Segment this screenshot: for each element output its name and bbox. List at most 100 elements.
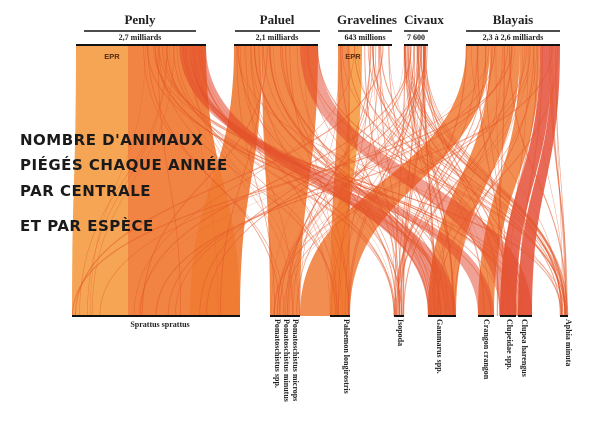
thin-flow-line [450, 45, 523, 317]
thin-flow-line [281, 45, 447, 317]
plant-name-penly: Penly [124, 12, 156, 27]
thin-flow-line [373, 45, 396, 317]
thin-flow-line [400, 45, 424, 317]
thin-flow-line [424, 45, 434, 317]
thin-flow-line [436, 45, 559, 317]
thin-flow-line [274, 45, 534, 317]
thin-flow-line [139, 45, 412, 317]
thin-flow-line [337, 45, 371, 317]
thin-flow-line [501, 45, 539, 317]
thin-flow-line [236, 45, 276, 317]
thin-flow-line [471, 45, 561, 317]
species-label-clupeidae: Clupeidae spp. [505, 319, 514, 370]
species-label-pomatoschistus-minutus: Pomatoschistus minutus [282, 319, 291, 402]
thin-flow-line [74, 45, 384, 317]
title-line-2: PIÉGÉS CHAQUE ANNÉE [20, 155, 228, 174]
thin-flow-line [91, 45, 175, 317]
species-label-aphia: Aphia minuta [564, 319, 573, 366]
plant-name-blayais: Blayais [493, 12, 533, 27]
thin-flow-line [250, 45, 402, 317]
thin-flow-line [182, 45, 502, 317]
species-label-pomatoschistus-spp: Pomatoschistus spp. [273, 319, 282, 388]
thin-flow-line [250, 45, 331, 317]
thin-flow-line [380, 45, 567, 317]
thin-flow-line [79, 45, 167, 317]
title-line-4: ET PAR ESPÈCE [20, 216, 154, 235]
thin-flow-line [279, 45, 455, 317]
title-line-1: NOMBRE D'ANIMAUX [20, 131, 203, 149]
thin-flow-line [254, 45, 436, 317]
thin-flow-line [239, 45, 338, 317]
thin-flow-line [372, 45, 516, 317]
flow-penly-epr-sprattus [72, 46, 128, 316]
plant-count-penly: 2,7 milliards [119, 33, 162, 42]
thin-flow-line [146, 45, 492, 317]
plant-name-gravelines: Gravelines [337, 12, 397, 27]
plant-name-civaux: Civaux [404, 12, 444, 27]
thin-flow-line [296, 45, 428, 317]
epr-label-penly: EPR [104, 52, 120, 61]
thin-flow-line [395, 45, 525, 317]
species-label-sprattus: Sprattus sprattus [130, 320, 189, 329]
thin-flow-line [157, 45, 182, 317]
plant-count-blayais: 2,3 à 2,6 milliards [483, 33, 544, 42]
thin-flow-line [273, 45, 495, 317]
species-label-palaemon: Palaemon longirostris [342, 319, 351, 394]
plant-count-gravelines: 643 millions [344, 33, 385, 42]
thin-flow-line [299, 45, 343, 317]
thin-flow-line [404, 45, 568, 317]
thin-flow-line [185, 45, 337, 317]
thin-flow-line [169, 45, 336, 317]
thin-flow-line [555, 45, 563, 317]
thin-flow-line [245, 45, 294, 317]
epr-label-gravelines: EPR [345, 52, 361, 61]
thin-flow-line [508, 45, 529, 317]
thin-flow-line [404, 45, 448, 317]
chart-title: NOMBRE D'ANIMAUX PIÉGÉS CHAQUE ANNÉE PAR… [20, 131, 228, 235]
thin-flow-line [409, 45, 569, 317]
species-label-crangon: Crangon crangon [482, 319, 491, 380]
thin-flow-line [306, 45, 566, 317]
thin-flow-line [286, 45, 372, 317]
thin-flow-line [423, 45, 501, 317]
thin-flow-line [518, 45, 544, 317]
thin-flow-line [354, 45, 561, 317]
species-label-pomatoschistus-microps: Pomatoschistus microps [291, 319, 300, 401]
thin-flow-line [307, 45, 432, 317]
thin-flow-line [141, 45, 268, 317]
thin-flow-line [199, 45, 412, 317]
thin-flow-line [184, 45, 516, 317]
title-line-3: PAR CENTRALE [20, 182, 151, 200]
thin-flow-line [288, 45, 515, 317]
species-label-gammarus: Gammarus spp. [435, 319, 444, 374]
plant-count-paluel: 2,1 milliards [256, 33, 299, 42]
thin-flow-line [143, 45, 285, 317]
thin-flow-line [330, 45, 420, 317]
thin-flow-line [508, 45, 568, 317]
thin-flow-line [496, 45, 505, 317]
thin-flow-line [364, 45, 401, 317]
thin-flow-line [271, 45, 342, 317]
thin-flow-layer [71, 45, 569, 317]
flow-paluel-clupea [300, 46, 532, 316]
thin-flow-line [495, 45, 504, 317]
thin-flow-line [394, 45, 487, 317]
thin-flow-line [89, 45, 146, 317]
thin-flow-line [189, 45, 293, 317]
thin-flow-line [99, 45, 490, 317]
thin-flow-line [153, 45, 566, 317]
thin-flow-line [371, 45, 566, 317]
thin-flow-line [437, 45, 503, 317]
thin-flow-line [161, 45, 533, 317]
thin-flow-line [407, 45, 527, 317]
thin-flow-line [404, 45, 455, 317]
plant-name-paluel: Paluel [260, 12, 295, 27]
thin-flow-line [420, 45, 454, 317]
thin-flow-line [424, 45, 510, 317]
thin-flow-line [533, 45, 565, 317]
thin-flow-line [285, 45, 375, 317]
flow-blayais-clupeidae [500, 46, 552, 316]
species-label-isopoda: Isopoda [396, 319, 405, 346]
thin-flow-line [194, 45, 219, 317]
